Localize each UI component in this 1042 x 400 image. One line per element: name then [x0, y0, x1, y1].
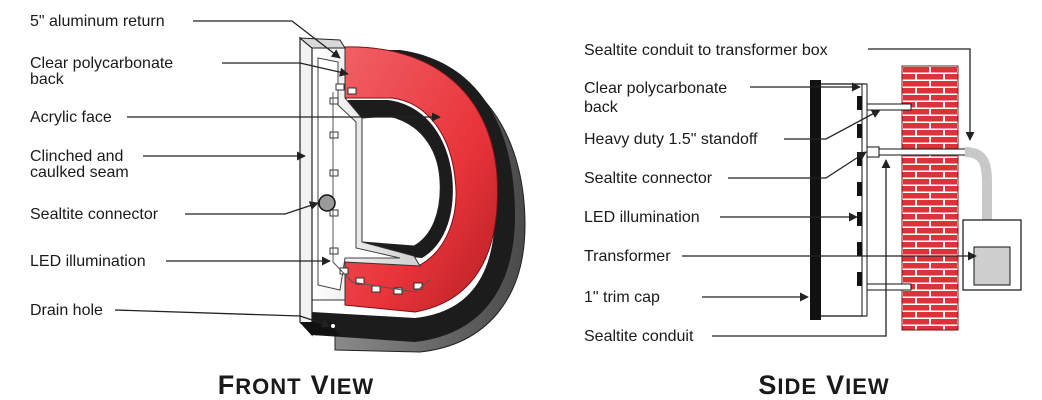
- acrylic-face-red: [344, 46, 499, 313]
- label-clinched-seam-line2: caulked seam: [30, 164, 129, 181]
- label-trim-cap: 1" trim cap: [584, 289, 660, 306]
- aluminum-return-wall: [299, 36, 313, 337]
- side-polycarbonate-back: [861, 83, 868, 317]
- label-sealtite-conduit: Sealtite conduit: [584, 328, 694, 345]
- sealtite-connector-circle: [318, 194, 336, 212]
- label-led-illumination: LED illumination: [30, 253, 146, 270]
- aluminum-return-top: [298, 37, 346, 49]
- drain-hole-dot: [331, 324, 335, 328]
- label-polycarbonate-back-line1: Clear polycarbonate: [30, 55, 173, 72]
- side-acrylic-face: [810, 80, 821, 320]
- side-standoffs: [866, 103, 912, 291]
- label-polycarbonate-back-line2: back: [30, 71, 65, 88]
- label-side-led-illumination: LED illumination: [584, 209, 700, 226]
- label-acrylic-face: Acrylic face: [30, 109, 112, 126]
- side-wall-penetration: [878, 148, 968, 156]
- side-sealtite-conduit: [964, 147, 992, 248]
- label-transformer: Transformer: [584, 248, 671, 265]
- label-heavy-duty-standoff: Heavy duty 1.5" standoff: [584, 131, 758, 148]
- counter-inner-white: [361, 115, 441, 247]
- transformer: [973, 246, 1011, 286]
- label-side-sealtite-connector: Sealtite connector: [584, 170, 713, 187]
- label-conduit-to-transformer: Sealtite conduit to transformer box: [584, 42, 828, 59]
- label-side-polycarbonate-line1: Clear polycarbonate: [584, 80, 727, 97]
- side-led-blocks: [857, 96, 862, 286]
- label-aluminum-return: 5" aluminum return: [30, 13, 165, 30]
- label-sealtite-connector: Sealtite connector: [30, 206, 159, 223]
- front-view: 5" aluminum return Clear polycarbonate b…: [30, 13, 526, 400]
- side-connector: [866, 146, 880, 158]
- label-drain-hole: Drain hole: [30, 302, 103, 319]
- polycarbonate-back-panel: [317, 57, 401, 291]
- side-view: Sealtite conduit to transformer box Clea…: [584, 42, 1022, 400]
- label-clinched-seam-line1: Clinched and: [30, 148, 123, 165]
- label-side-polycarbonate-line2: back: [584, 99, 619, 116]
